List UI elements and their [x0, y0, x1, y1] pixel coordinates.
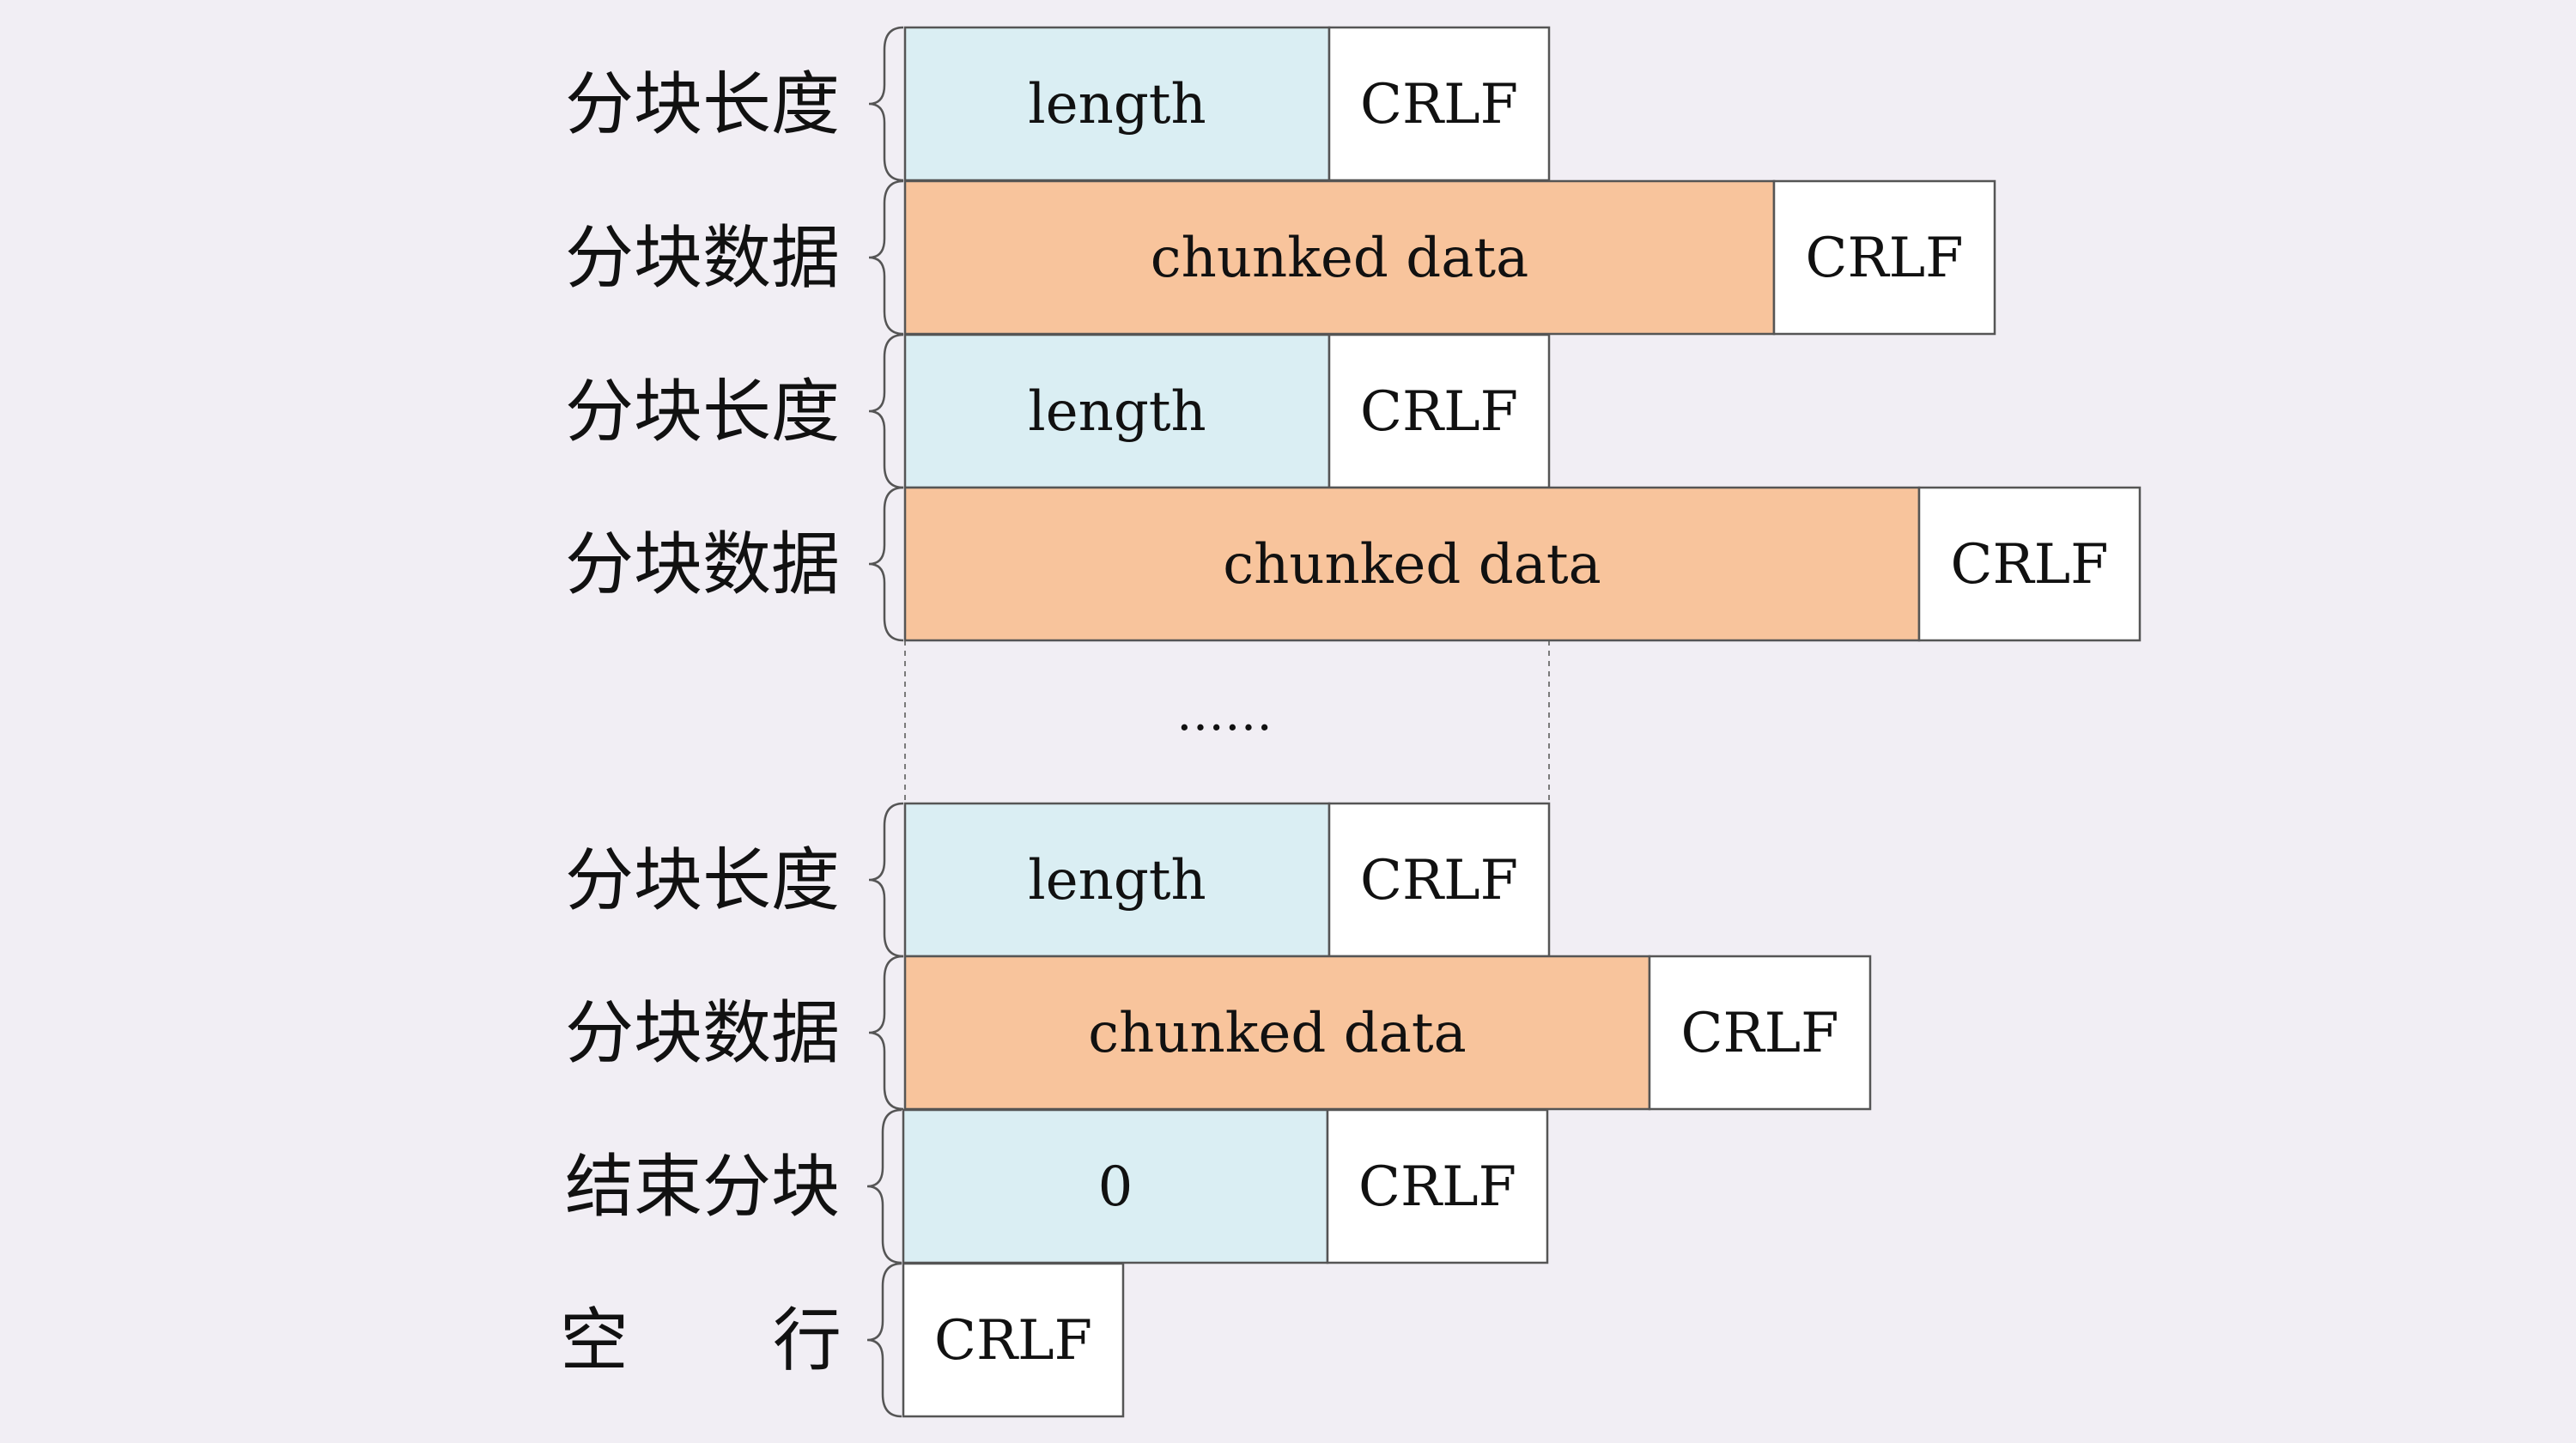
diagram-row: 分块长度 length CRLF — [565, 26, 1551, 182]
crlf-cell-label: CRLF — [1360, 380, 1518, 444]
crlf-cell — [1772, 179, 1996, 336]
chunked-data-cell-label: chunked data — [1088, 1002, 1466, 1065]
crlf-cell — [1648, 955, 1872, 1111]
row-label: 分块长度 — [565, 840, 840, 920]
crlf-cell — [902, 1262, 1125, 1418]
diagram-row: 分块长度 length CRLF — [565, 333, 1551, 489]
row-label: 分块数据 — [565, 993, 840, 1073]
row-brace — [868, 486, 904, 642]
row-label: 分块数据 — [565, 218, 840, 298]
crlf-cell-label: CRLF — [1950, 533, 2108, 597]
crlf-cell — [1327, 333, 1551, 489]
row-brace — [866, 1262, 902, 1418]
row-label: 分块数据 — [565, 524, 840, 604]
diagram-row: 空行 CRLF — [560, 1262, 1125, 1418]
crlf-cell — [1327, 26, 1551, 182]
diagram-row: 分块长度 length CRLF — [565, 802, 1551, 958]
row-label: 分块长度 — [565, 372, 840, 452]
chunked-data-cell — [903, 486, 1921, 642]
crlf-cell-label: CRLF — [934, 1309, 1092, 1373]
diagram-row: 分块数据 chunked data CRLF — [565, 486, 2142, 642]
length-cell-label: length — [1028, 849, 1206, 912]
crlf-cell-label: CRLF — [1680, 1002, 1838, 1065]
ellipsis-text: …… — [1176, 686, 1273, 742]
diagram-row: 结束分块 0 CRLF — [565, 1108, 1549, 1264]
crlf-cell — [1327, 802, 1551, 958]
chunked-data-cell — [903, 955, 1651, 1111]
row-label: 结束分块 — [565, 1147, 840, 1227]
length-cell-label: length — [1028, 73, 1206, 136]
crlf-cell — [1326, 1108, 1549, 1264]
chunked-data-cell-label: chunked data — [1151, 227, 1528, 290]
length-cell — [903, 333, 1331, 489]
crlf-cell-label: CRLF — [1360, 849, 1518, 912]
row-brace — [868, 955, 904, 1111]
row-brace — [868, 179, 904, 336]
length-cell-label: length — [1028, 380, 1206, 444]
row-brace — [868, 802, 904, 958]
crlf-cell-label: CRLF — [1360, 73, 1518, 136]
row-label: 分块长度 — [565, 64, 840, 144]
length-cell — [903, 26, 1331, 182]
chunked-data-cell-label: chunked data — [1223, 533, 1601, 597]
crlf-cell-label: CRLF — [1358, 1155, 1516, 1219]
row-label: 空行 — [560, 1301, 841, 1380]
row-brace — [868, 333, 904, 489]
crlf-cell-label: CRLF — [1805, 227, 1963, 290]
row-brace — [866, 1108, 902, 1264]
diagram-row: 分块数据 chunked data CRLF — [565, 955, 1872, 1111]
continuation-guides — [904, 640, 1550, 803]
length-cell-label: 0 — [1098, 1155, 1133, 1219]
crlf-cell — [1917, 486, 2142, 642]
diagram-row: 分块数据 chunked data CRLF — [565, 179, 1996, 336]
row-brace — [868, 26, 904, 182]
